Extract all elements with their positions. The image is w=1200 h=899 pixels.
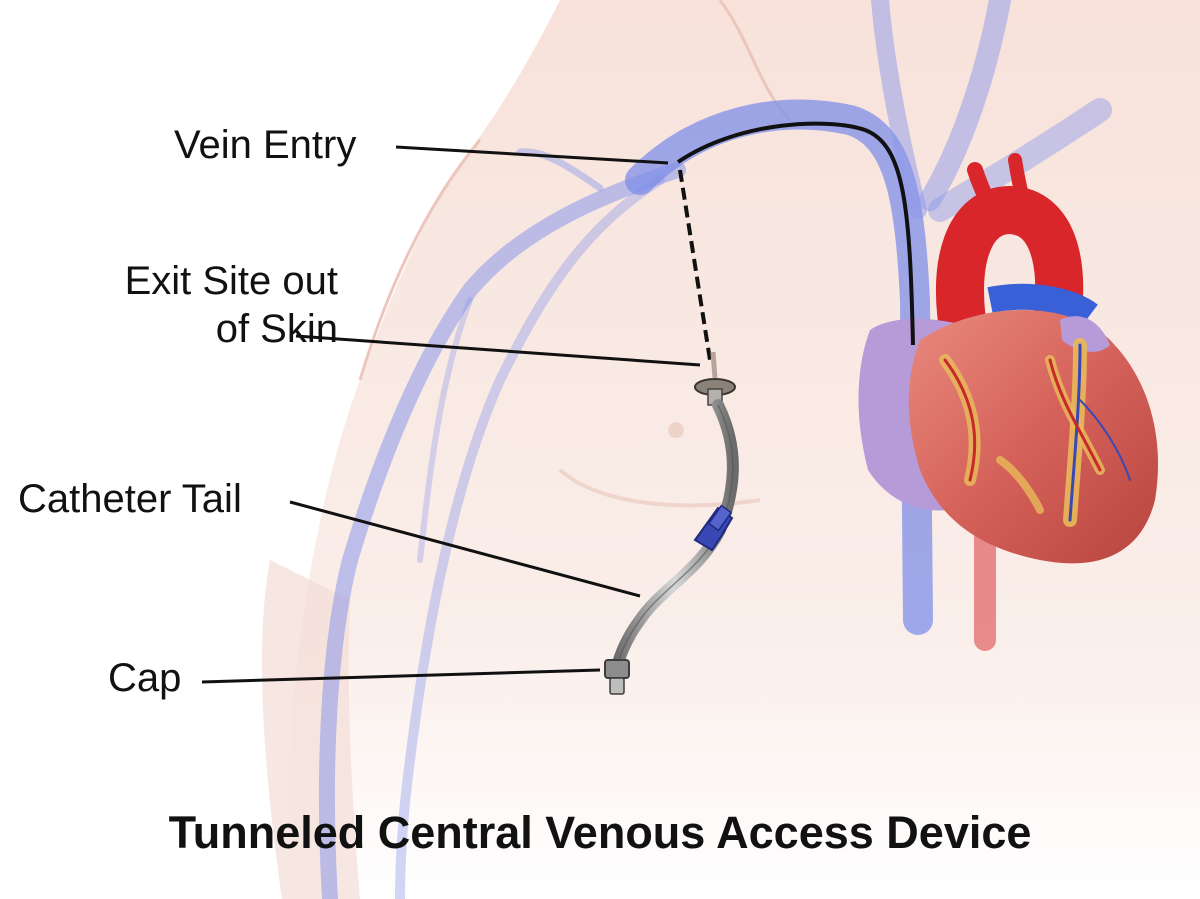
exit-site-leader bbox=[295, 334, 701, 367]
leader-lines bbox=[201, 145, 701, 684]
catheter-intravascular bbox=[676, 121, 915, 346]
clamp bbox=[693, 504, 734, 552]
catheter-tail-leader bbox=[289, 500, 641, 598]
diagram-title: Tunneled Central Venous Access Device bbox=[168, 807, 1032, 858]
cap-leader bbox=[201, 668, 601, 684]
vein-network bbox=[318, 148, 686, 899]
vein-entry-leader bbox=[395, 145, 669, 165]
label-exit-site-line2: of Skin bbox=[215, 307, 338, 351]
pulmonary-artery bbox=[987, 283, 1098, 326]
label-vein-entry: Vein Entry bbox=[174, 123, 357, 167]
catheter-tunnel bbox=[678, 169, 712, 361]
label-exit-site: Exit Site out of Skin bbox=[86, 257, 338, 353]
label-cap: Cap bbox=[108, 656, 182, 700]
label-exit-site-line1: Exit Site out bbox=[124, 259, 338, 303]
catheter-cap bbox=[604, 659, 630, 695]
heart bbox=[858, 310, 1158, 564]
label-catheter-tail: Catheter Tail bbox=[18, 477, 242, 521]
